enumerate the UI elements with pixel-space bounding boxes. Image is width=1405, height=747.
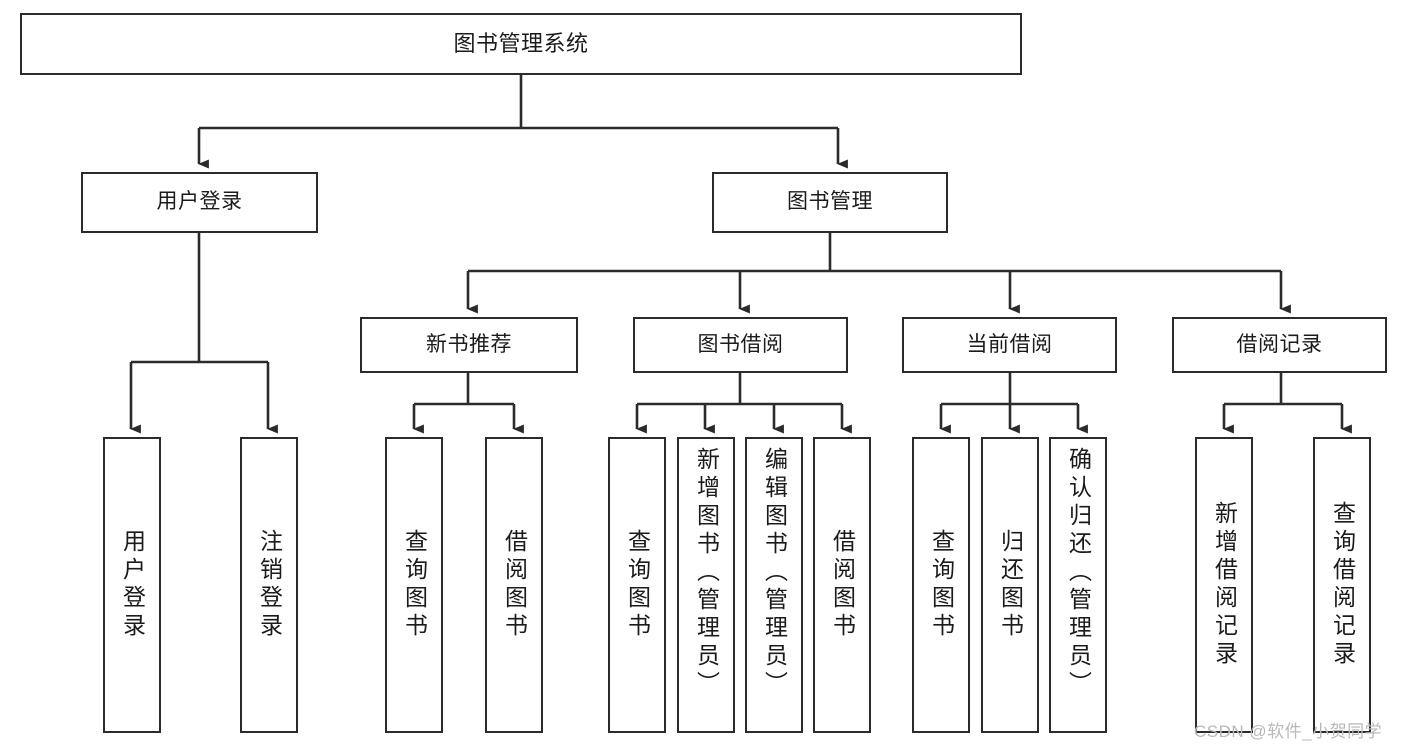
leaf-query-book-borrow[interactable]: 查询图书 [608,437,666,733]
node-label: 查询图书 [928,529,955,641]
leaf-borrow-book[interactable]: 借阅图书 [813,437,871,733]
leaf-logout-login[interactable]: 注销登录 [240,437,298,733]
node-label: 查询图书 [401,529,428,641]
node-label: 注销登录 [256,529,283,641]
node-label: 当前借阅 [966,332,1053,356]
node-label: 归还图书 [997,529,1024,641]
node-label: 图书借阅 [697,332,784,356]
node-label: 查询借阅记录 [1329,501,1356,669]
node-root-book-management-system[interactable]: 图书管理系统 [20,13,1022,75]
node-current-borrow[interactable]: 当前借阅 [902,317,1117,373]
node-label: 新增图书（管理员） [693,447,720,699]
node-label: 借阅图书 [501,529,528,641]
node-borrow-record[interactable]: 借阅记录 [1172,317,1387,373]
leaf-add-borrow-record[interactable]: 新增借阅记录 [1195,437,1253,733]
leaf-confirm-return-admin[interactable]: 确认归还（管理员） [1049,437,1107,733]
leaf-query-borrow-record[interactable]: 查询借阅记录 [1313,437,1371,733]
leaf-add-book-admin[interactable]: 新增图书（管理员） [677,437,735,733]
node-label: 确认归还（管理员） [1065,447,1092,699]
csdn-watermark: CSDN @软件_小贺同学 [1194,722,1383,741]
node-label: 用户登录 [156,190,243,214]
node-user-login[interactable]: 用户登录 [81,172,318,233]
node-label: 图书管理 [787,190,873,214]
node-label: 用户登录 [119,529,146,641]
node-label: 图书管理系统 [453,31,589,57]
node-label: 查询图书 [624,529,651,641]
leaf-user-login[interactable]: 用户登录 [103,437,161,733]
node-label: 借阅图书 [829,529,856,641]
node-new-book-recommend[interactable]: 新书推荐 [360,317,578,373]
node-label: 编辑图书（管理员） [761,447,788,699]
leaf-edit-book-admin[interactable]: 编辑图书（管理员） [745,437,803,733]
node-book-management[interactable]: 图书管理 [712,172,948,233]
node-label: 新书推荐 [426,332,512,356]
node-label: 新增借阅记录 [1211,501,1238,669]
leaf-query-book-current[interactable]: 查询图书 [912,437,970,733]
leaf-return-book[interactable]: 归还图书 [981,437,1039,733]
leaf-query-book-recommend[interactable]: 查询图书 [385,437,443,733]
leaf-borrow-book-recommend[interactable]: 借阅图书 [485,437,543,733]
node-label: 借阅记录 [1236,332,1323,356]
node-book-borrow[interactable]: 图书借阅 [633,317,848,373]
